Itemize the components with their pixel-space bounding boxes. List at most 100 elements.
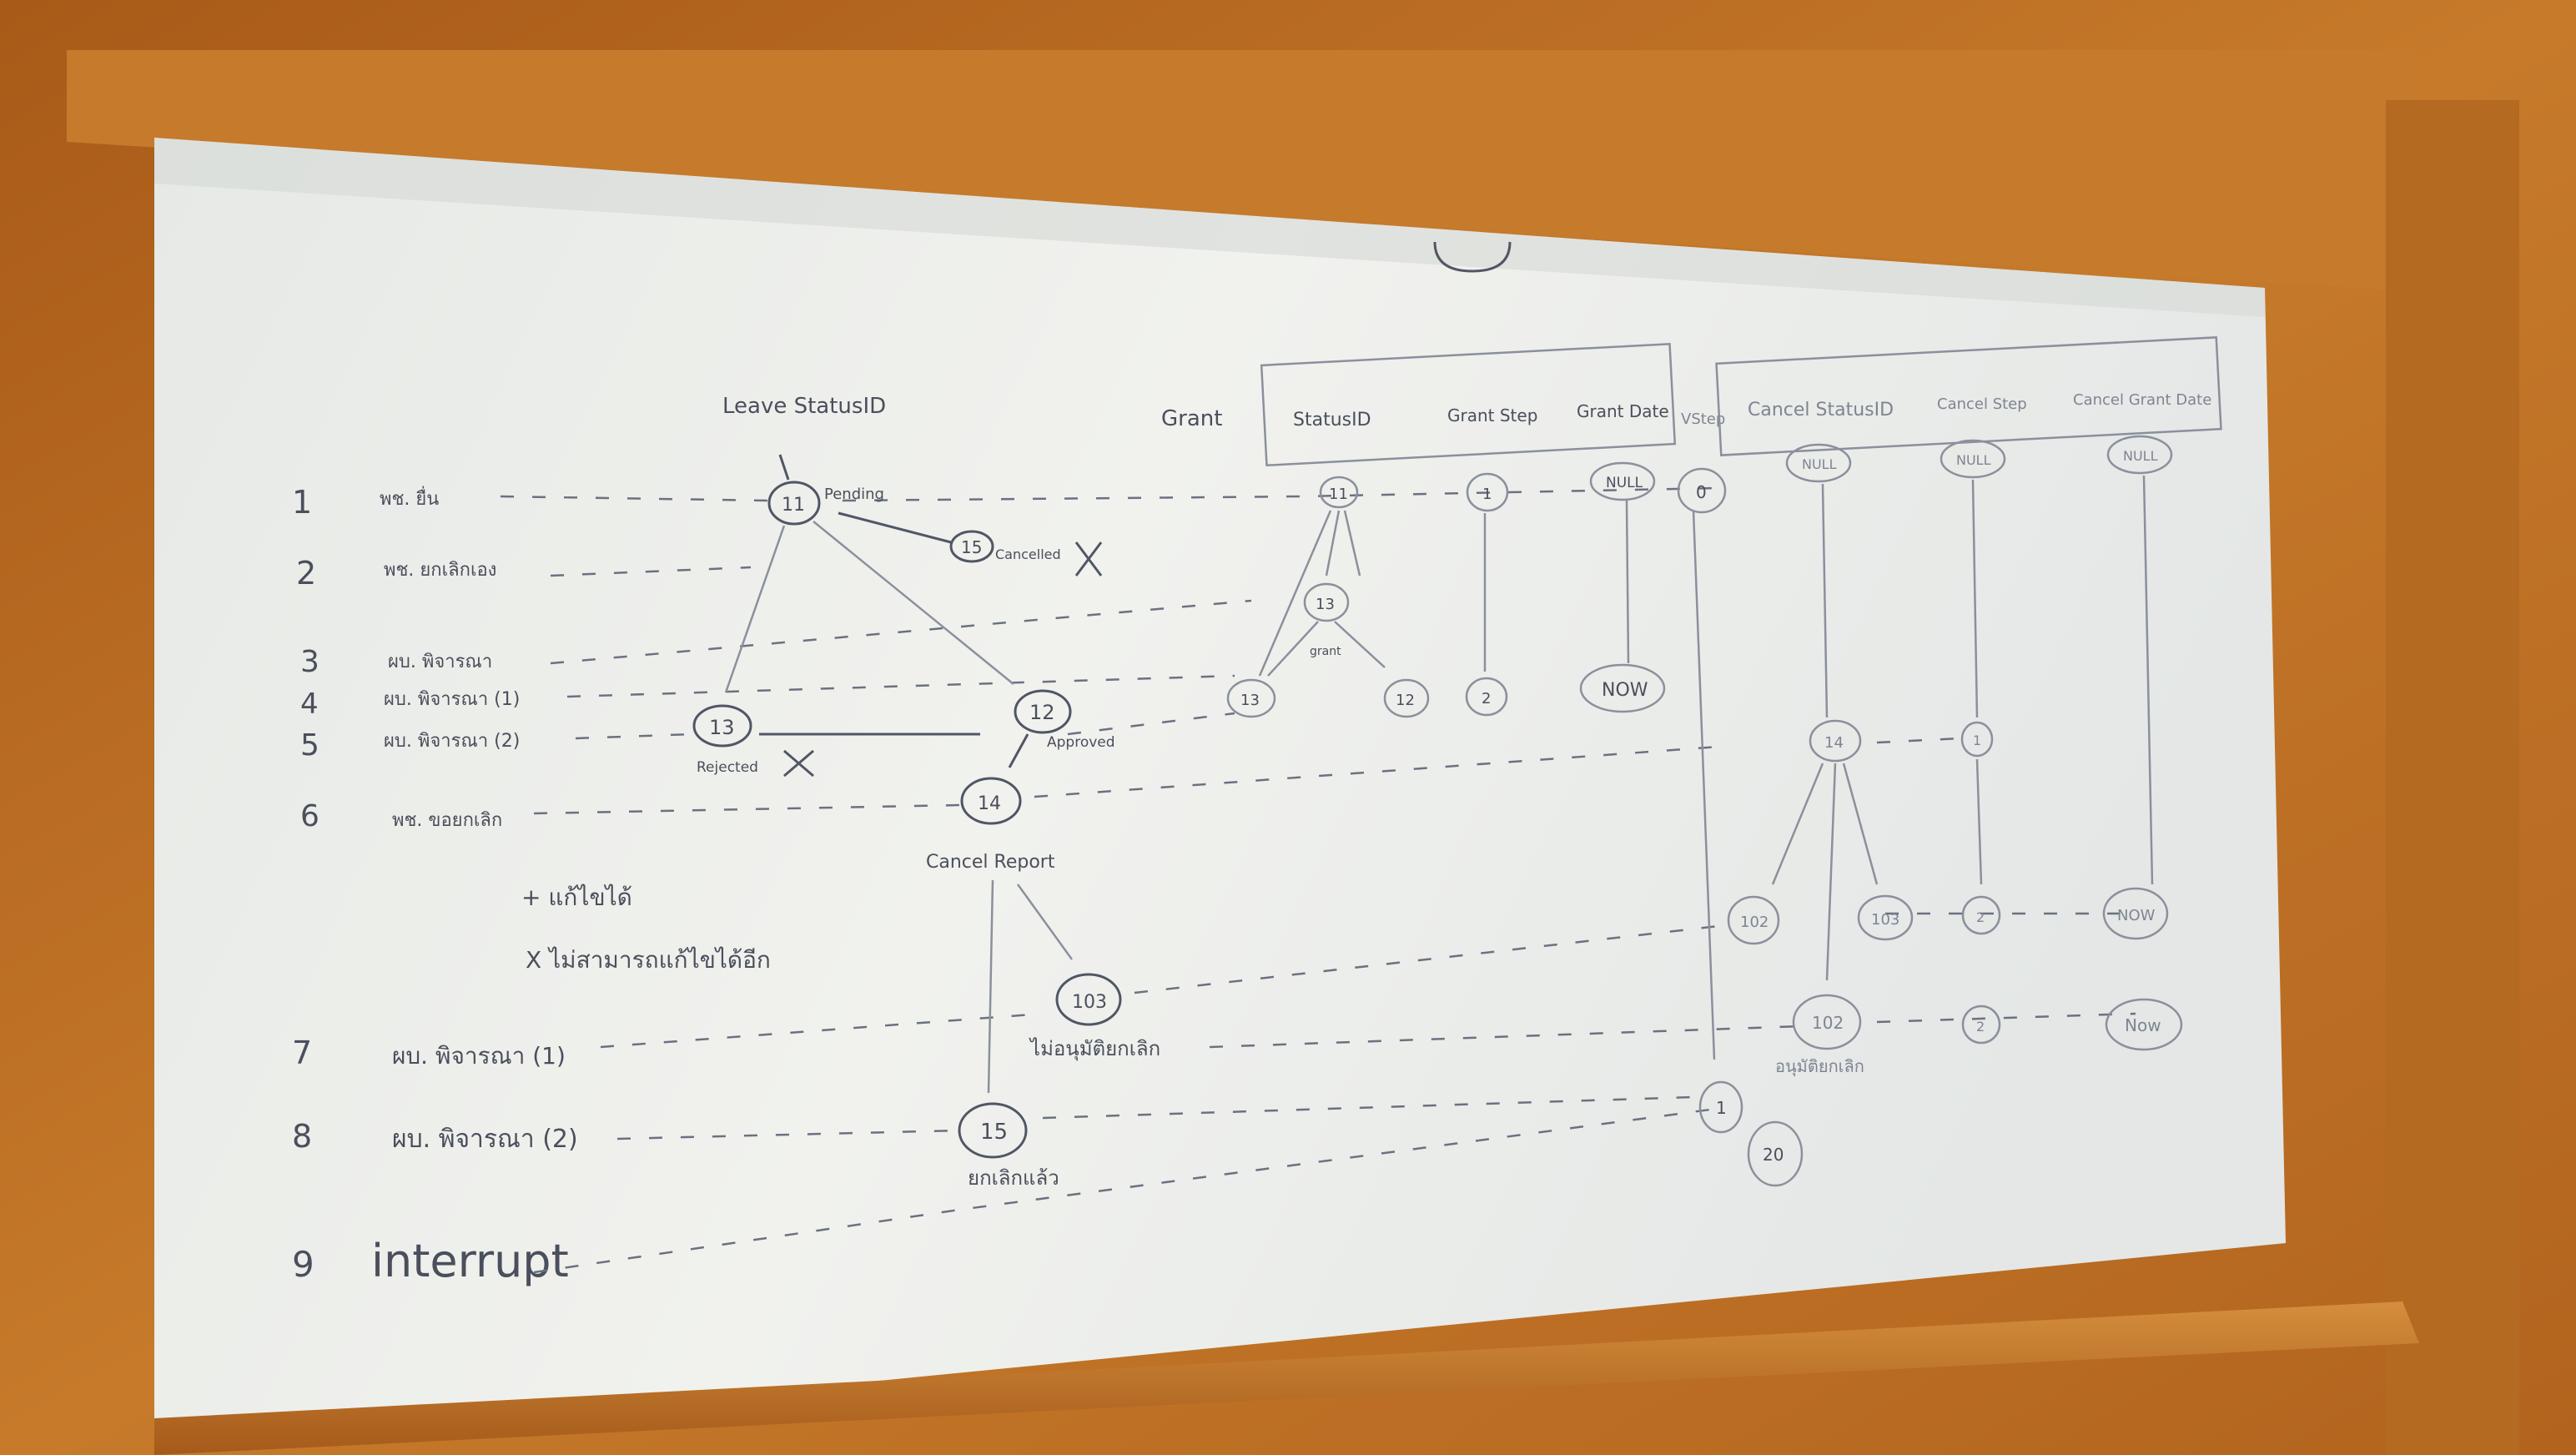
cancel-step-node-2b [1961,1004,2001,1045]
cancel-flow: NULL NULL NULL 14 1 102 103 2 NOW 102 อน… [1727,435,2183,1077]
status-node-12-label: 12 [1396,692,1415,709]
node-14 [960,777,1022,825]
grant-box [1260,342,1677,467]
cancel-node-102a [1727,895,1780,945]
vstep-node-20-label: 20 [1763,1145,1784,1165]
marker-ledge [154,1301,2419,1455]
row-label-7: ผบ. พิจารณา (1) [392,1042,566,1070]
grant-step-node-2 [1465,677,1508,717]
grant-step-node-1-label: 1 [1482,486,1492,503]
node-12 [1014,689,1072,734]
row-labels: 1 พช. ยื่น 2 พช. ยกเลิกเอง 3 ผบ. พิจารณา… [292,484,578,1287]
header-cancel-step: Cancel Step [1937,395,2027,413]
row-label-8: ผบ. พิจารณา (2) [392,1125,578,1154]
cancel-step-node-1 [1960,721,1994,758]
row-num-8: 8 [292,1118,312,1155]
cancel-step-node-2b-label: 2 [1976,1019,1985,1035]
cancel-grant-now [2102,887,2169,940]
status-node-11-label: 11 [1329,486,1348,503]
node-13-label: 13 [709,716,735,739]
cancel-step-null-label: NULL [1956,452,1991,468]
cancel-grant-now-label: NOW [2117,907,2156,924]
node-14-label: 14 [978,793,1001,814]
note-cancelled: Cancelled [995,546,1061,562]
node-103-label: 103 [1072,992,1107,1013]
cancel-step-node-1-label: 1 [1973,733,1981,748]
vstep-node-1 [1698,1080,1743,1134]
cancel-grant-null-label: NULL [2123,448,2158,464]
status-node-13-label: 13 [1316,596,1335,613]
node-15a-label: 15 [961,537,982,557]
node-13 [692,704,752,748]
header-status-id: StatusID [1293,410,1371,430]
vstep-node-0 [1677,467,1727,514]
row-num-2: 2 [296,555,316,592]
cancel-status-null-label: NULL [1802,456,1837,472]
note-grant-arrow: grant [1310,645,1341,658]
node-15b [958,1102,1028,1159]
node-11 [767,481,821,526]
header-grant-step: Grant Step [1447,405,1537,425]
note-pending: Pending [824,486,884,503]
vstep-node-20 [1747,1120,1804,1187]
row-num-1: 1 [292,484,312,521]
vstep-node-1-label: 1 [1716,1098,1727,1118]
row-label-3: ผบ. พิจารณา [388,652,492,672]
board-clip [1433,241,1512,273]
note-not-cancel: ไม่อนุมัติยกเลิก [1029,1037,1160,1061]
cancel-step-node-2 [1961,895,2001,935]
note-approved: Approved [1047,734,1115,751]
grant-date-null-label: NULL [1606,475,1643,491]
cancel-grant-now2-label: Now [2125,1015,2161,1035]
node-15b-label: 15 [980,1120,1008,1145]
legend-x: X ไม่สามารถแก้ไขได้อีก [526,946,771,974]
frame-right-post [2386,100,2519,1455]
header-grant-date: Grant Date [1577,401,1669,421]
grant-step-node-1 [1466,472,1509,512]
status-node-11 [1319,476,1359,509]
row-label-6: พช. ขอยกเลิก [392,810,502,831]
cancel-node-14-label: 14 [1824,734,1844,752]
cancel-step-node-2-label: 2 [1976,909,1985,925]
cancel-step-null [1940,439,2006,479]
note-cancelled-th: ยกเลิกแล้ว [968,1166,1059,1190]
legend-plus: + แก้ไขได้ [521,884,632,911]
grant-date-now [1579,663,1666,713]
row-label-5: ผบ. พิจารณา (2) [384,731,520,752]
note-cancel-report: Cancel Report [926,852,1055,873]
grant-date-now-label: NOW [1602,680,1648,701]
row-label-9: interrupt [371,1235,569,1287]
frame-top-rail [67,50,2419,292]
status-node-12 [1383,678,1430,718]
leave-flow: 11 Pending 15 Cancelled 13 Rejected 12 A… [521,454,1160,1190]
header-grant: Grant [1161,406,1222,431]
grant-date-null [1589,461,1656,501]
note-approve-cancel: อนุมัติยกเลิก [1775,1056,1864,1077]
row-guides [500,486,2136,1274]
cancel-grant-now2 [2105,998,2183,1051]
cancel-box [1715,336,2222,456]
whiteboard-surface [154,138,2286,1452]
row-num-6: 6 [300,799,319,833]
cancel-node-103 [1857,894,1914,941]
grant-flow: 11 13 grant 13 12 1 2 NULL NOW 0 1 20 [1226,461,1804,1187]
header-cancel-grant-date: Cancel Grant Date [2073,391,2211,409]
row-label-4: ผบ. พิจารณา (1) [384,689,520,710]
row-num-5: 5 [300,728,319,763]
cancel-node-102a-label: 102 [1740,914,1768,931]
node-15a [949,530,994,563]
header-cancel-status: Cancel StatusID [1748,400,1894,420]
grant-step-node-2-label: 2 [1482,690,1491,707]
cancel-grant-null [2106,435,2173,475]
status-node-13 [1303,582,1350,622]
cancel-node-103-label: 103 [1871,911,1899,929]
header-leave-status: Leave StatusID [722,394,886,419]
row-num-7: 7 [292,1035,312,1071]
node-12-label: 12 [1029,701,1055,724]
board-shadow [154,138,2265,317]
row-label-2: พช. ยกเลิกเอง [384,560,496,581]
note-rejected: Rejected [697,759,758,776]
cancel-node-14 [1809,719,1862,763]
status-node-13b-label: 13 [1240,692,1260,709]
